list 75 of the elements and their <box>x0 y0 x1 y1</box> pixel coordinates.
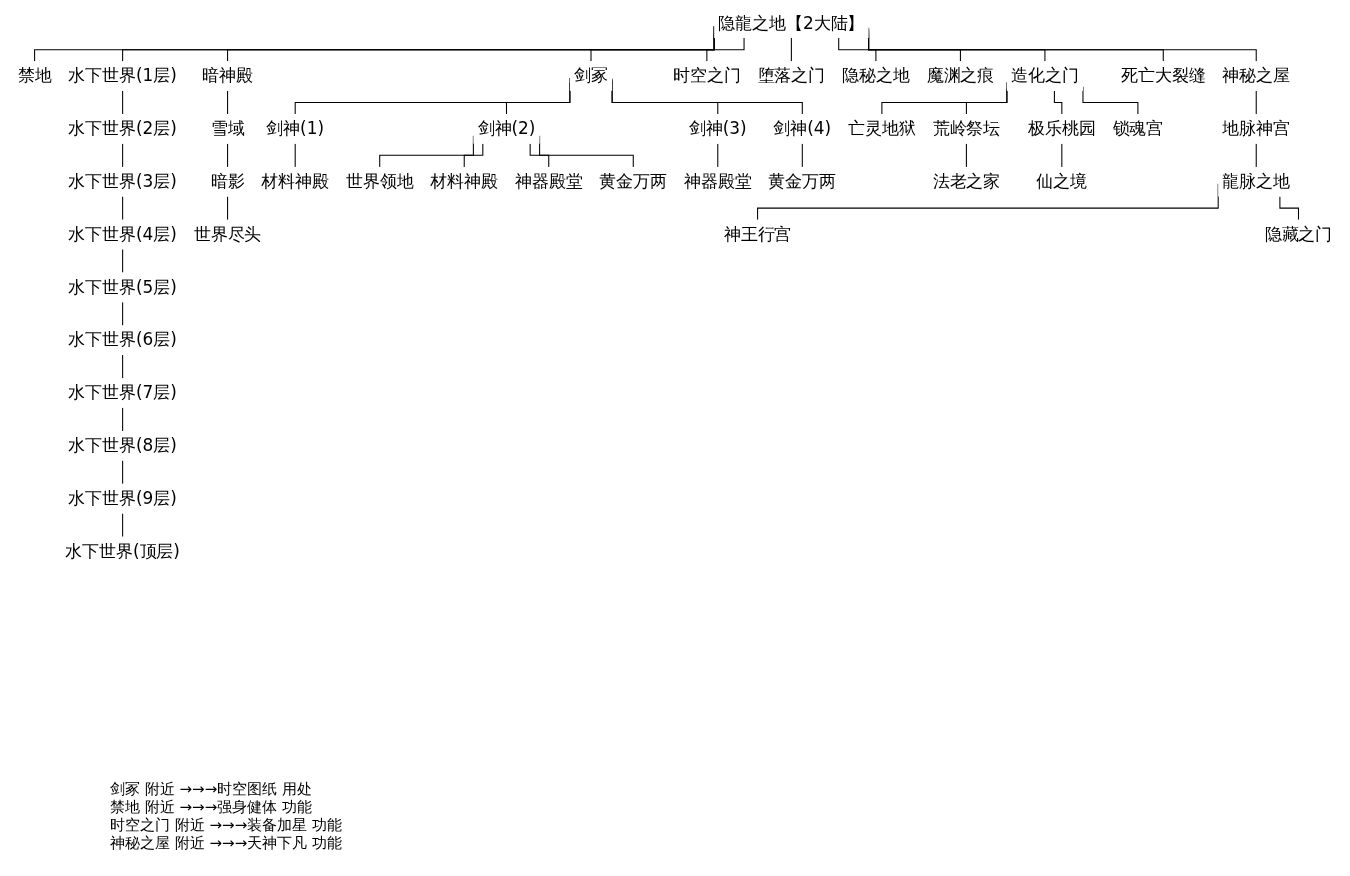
node-text: 造化之门 <box>1011 65 1079 86</box>
node-text: 法老之家 <box>932 171 1001 192</box>
node-text: 地脉神宫 <box>1222 118 1291 139</box>
node-text: 水下世界(7层) <box>68 382 177 403</box>
connector <box>122 301 124 326</box>
connector <box>227 195 229 221</box>
node-text: 禁地 <box>17 65 52 86</box>
connector <box>122 248 124 274</box>
connector <box>965 143 967 168</box>
connector <box>706 37 745 62</box>
node-text: 水下世界(3层) <box>68 171 177 192</box>
node-text: 材料神殿 <box>430 171 499 192</box>
note-text: 时空之门 附近 →→→装备加星 功能 <box>110 816 342 834</box>
connector <box>790 37 792 62</box>
node-text: 隐藏之门 <box>1264 223 1333 245</box>
node-text: 材料神殿 <box>261 171 329 192</box>
node-text: 剑神(3) <box>688 118 747 139</box>
node-text: 魔渊之痕 <box>926 65 995 86</box>
node-text: 剑神(1) <box>266 118 325 139</box>
node-text: 水下世界(顶层) <box>65 540 180 561</box>
connector <box>838 37 877 62</box>
node-text: 剑神(4) <box>773 118 832 139</box>
node-text: 水下世界(5层) <box>68 276 177 297</box>
node-text: 死亡大裂缝 <box>1121 65 1206 86</box>
connector <box>965 88 1008 115</box>
connector <box>1053 90 1063 115</box>
node-text: 神器殿堂 <box>683 171 752 192</box>
connector <box>227 143 229 168</box>
connector <box>227 90 229 115</box>
node-text: 堕落之门 <box>757 65 826 86</box>
node-text: 水下世界(4层) <box>68 223 177 245</box>
connector <box>122 354 124 379</box>
connector <box>801 143 803 168</box>
connector <box>122 512 124 538</box>
connector <box>529 143 550 168</box>
node-text: 隐秘之地 <box>842 65 910 86</box>
node-text: 时空之门 <box>673 65 741 86</box>
node-text: 暗影 <box>210 171 245 192</box>
node-text: 水下世界(6层) <box>68 329 177 350</box>
node-text: 水下世界(8层) <box>68 435 177 456</box>
node-text: 龍脉之地 <box>1222 171 1291 192</box>
node-text: 神秘之屋 <box>1222 65 1291 86</box>
note-text: 禁地 附近 →→→强身健体 功能 <box>110 798 313 816</box>
connector <box>463 143 484 168</box>
connector <box>122 90 124 115</box>
connector <box>122 195 124 221</box>
connector <box>1255 90 1257 115</box>
node-text: 亡灵地狱 <box>848 118 916 139</box>
node-text: 水下世界(9层) <box>68 488 177 509</box>
connector <box>122 407 124 432</box>
node-text: 锁魂宫 <box>1112 118 1164 139</box>
note-text: 剑冢 附近 →→→时空图纸 用处 <box>110 780 313 798</box>
node-text: 水下世界(1层) <box>68 65 177 86</box>
connector <box>717 143 719 168</box>
node-text: 黄金万两 <box>768 171 837 192</box>
node-text: 荒岭祭坛 <box>932 118 1001 139</box>
node-text: 隐龍之地【2大陆】 <box>718 12 865 33</box>
node-text: 暗神殿 <box>202 65 253 86</box>
node-text: 黄金万两 <box>599 171 668 192</box>
connector <box>1255 143 1257 168</box>
node-text: 仙之境 <box>1036 171 1088 192</box>
node-text: 神器殿堂 <box>514 171 583 192</box>
connector <box>122 143 124 168</box>
connector <box>1279 195 1299 221</box>
node-text: 世界尽头 <box>193 223 262 245</box>
connector <box>1061 143 1063 168</box>
node-text: 剑神(2) <box>477 118 536 139</box>
connector <box>122 460 124 485</box>
node-text: 雪域 <box>210 118 245 139</box>
node-text: 世界领地 <box>345 171 414 192</box>
node-text: 极乐桃园 <box>1028 118 1096 139</box>
connector <box>294 143 296 168</box>
note-text: 神秘之屋 附近 →→→天神下凡 功能 <box>110 834 342 852</box>
node-text: 神王行宫 <box>723 223 792 245</box>
node-text: 水下世界(2层) <box>68 118 177 139</box>
